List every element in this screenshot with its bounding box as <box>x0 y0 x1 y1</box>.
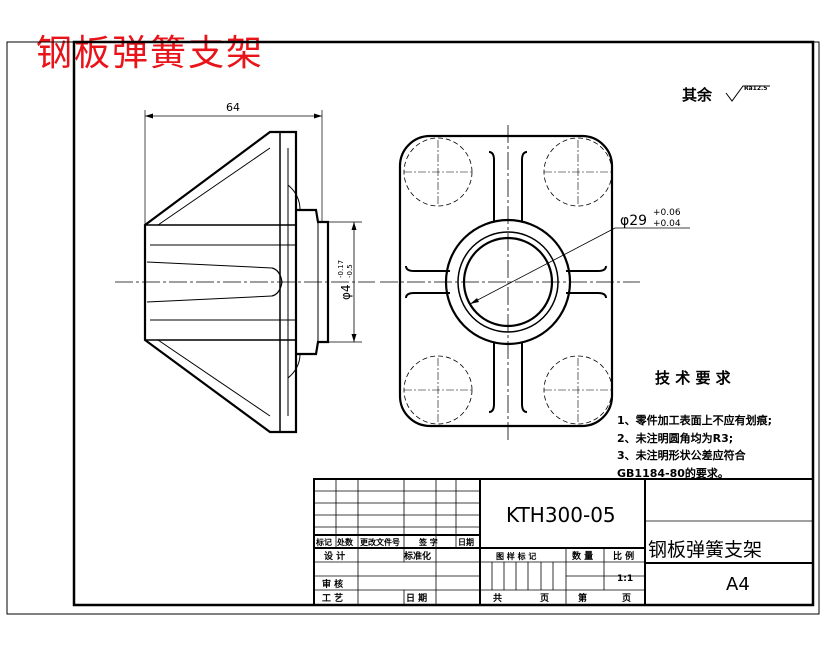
shaft-tol-lower: -0.5 <box>346 264 354 278</box>
side-view <box>115 110 375 434</box>
center-hole <box>462 236 554 328</box>
boss-middle-ring <box>457 231 559 333</box>
paper-size: A4 <box>726 574 750 595</box>
part-name: 钢板弹簧支架 <box>648 539 762 561</box>
hole-tol-upper: +0.06 <box>653 208 681 218</box>
tech-requirement-3: 3、未注明形状公差应符合 <box>617 448 747 462</box>
page-label-2: 页 <box>622 593 631 604</box>
stage-mark-label: 图 样 标 记 <box>496 551 536 561</box>
date-label: 日 期 <box>406 592 427 604</box>
shaft-diameter-label: φ4 <box>339 284 353 300</box>
scale-label: 比 例 <box>613 550 634 562</box>
tech-requirement-1: 1、零件加工表面上不应有划痕; <box>617 413 772 427</box>
hole-tol-lower: +0.04 <box>653 219 681 229</box>
rev-header-doc: 更改文件号 <box>360 537 400 547</box>
roughness-value: Ra12.5 <box>744 85 767 92</box>
shaft-tol-upper: -0.17 <box>337 260 345 278</box>
rev-header-sign: 签 字 <box>418 537 438 547</box>
total-label: 共 <box>493 592 502 604</box>
boss-outer-ring <box>444 218 572 346</box>
check-label: 审 核 <box>322 578 343 590</box>
tech-requirement-2: 2、未注明圆角均为R3; <box>617 431 733 445</box>
drawing-number: KTH300-05 <box>506 503 616 527</box>
plate-outline <box>398 134 614 428</box>
inner-drawing-frame <box>72 40 815 607</box>
tech-requirement-4: GB1184-80的要求。 <box>617 466 729 480</box>
design-label: 设 计 <box>324 550 345 562</box>
page-label: 页 <box>540 593 549 604</box>
outer-sheet-border <box>6 41 820 615</box>
rev-header-mark: 标记 <box>315 537 332 547</box>
title-block <box>313 478 814 606</box>
width-dimension-label: 64 <box>226 101 240 114</box>
process-label: 工 艺 <box>322 592 343 604</box>
roughness-note: 其余 Ra12.5 <box>682 85 770 104</box>
scale-value: 1:1 <box>617 574 633 584</box>
hole-diameter-label: φ29 <box>620 213 647 229</box>
shaft-boss <box>296 208 330 356</box>
tech-requirements-title: 技 术 要 求 <box>655 369 732 387</box>
rev-header-count: 处数 <box>336 537 354 547</box>
rev-header-date: 日期 <box>458 537 474 547</box>
standardize-label: 标准化 <box>403 550 431 562</box>
sheet-label: 第 <box>578 592 587 604</box>
roughness-symbol-icon <box>725 85 770 102</box>
roughness-label: 其余 <box>682 86 713 104</box>
quantity-label: 数 量 <box>572 550 593 562</box>
plan-view <box>380 125 690 440</box>
